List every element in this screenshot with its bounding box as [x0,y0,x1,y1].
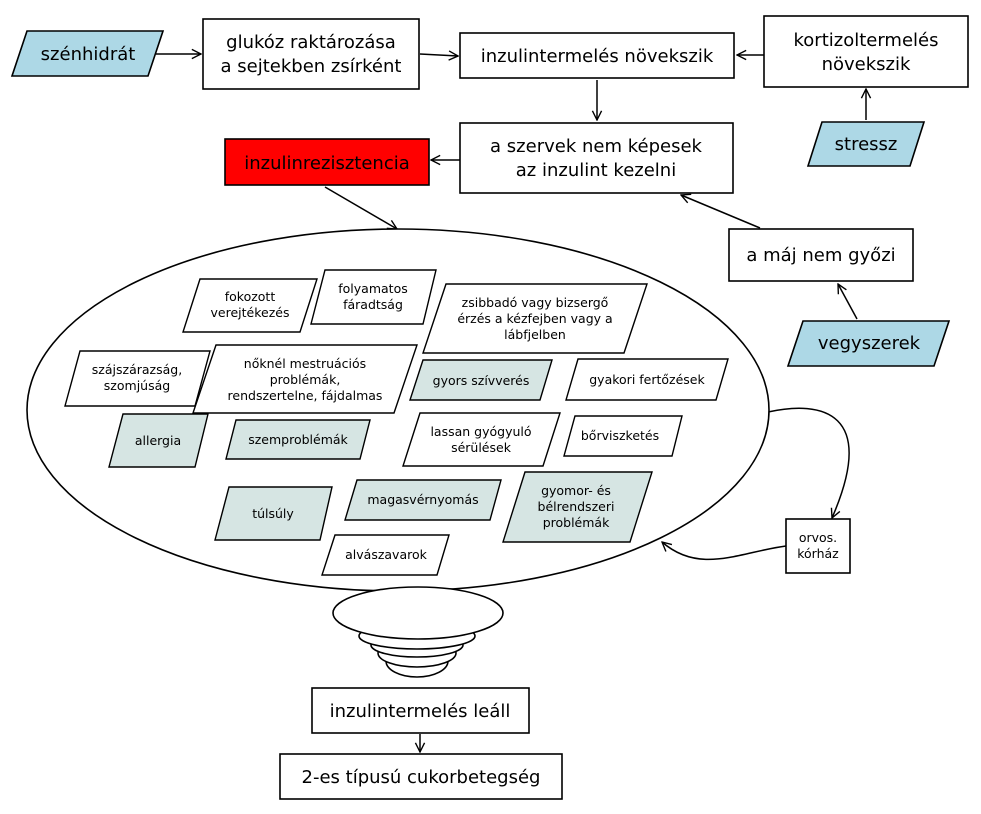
stressz-label: stressz [835,134,898,155]
node-orvos: orvos. kórház [785,518,851,574]
orvos-label-2: kórház [797,546,839,561]
mestruacio-label-3: rendszertelne, fájdalmas [228,388,383,403]
kortizol-label-2: növekszik [822,54,911,75]
tulsuly-label: túlsúly [252,506,294,521]
lightbulb-icon [332,586,504,678]
szajszarazsag-label-2: szomjúság [104,378,170,393]
szenhidrat-label: szénhidrát [41,44,136,65]
node-szenhidrat: szénhidrát [10,30,165,77]
symptom-szivveres: gyors szívverés [409,359,553,401]
mestruacio-label-2: problémák, [270,372,341,387]
arrow-rezisztencia-symptoms [324,186,397,229]
arrow-symptoms-orvos [767,407,850,518]
maj-label: a máj nem győzi [746,245,895,266]
leall-label: inzulintermelés leáll [330,701,511,722]
gyomor-label-1: gyomor- és [541,483,611,498]
kortizol-label-1: kortizoltermelés [794,30,939,51]
fertozesek-label: gyakori fertőzések [589,372,705,387]
szivveres-label: gyors szívverés [433,373,530,388]
symptom-tulsuly: túlsúly [214,486,333,541]
szervek-label-2: az inzulint kezelni [516,160,676,181]
inzulinrezisztencia-label: inzulinrezisztencia [244,153,410,174]
node-stressz: stressz [806,121,926,167]
arrow-glukoz-inzulin [419,54,458,56]
serulesek-label-1: lassan gyógyuló [430,424,531,439]
symptom-fokozott: fokozott verejtékezés [182,278,318,333]
node-inzulin-novekszik: inzulintermelés növekszik [459,32,735,79]
fokozott-label-2: verejtékezés [211,305,290,320]
vegyszerek-label: vegyszerek [818,333,921,354]
symptom-alvaszavarok: alvászavarok [321,534,450,576]
mestruacio-label-1: nőknél mestruációs [244,356,366,371]
symptom-allergia: allergia [108,413,209,468]
node-inzulinrezisztencia: inzulinrezisztencia [224,138,430,186]
node-kortizol: kortizoltermelés növekszik [763,15,969,88]
symptom-szajszarazsag: szájszárazság, szomjúság [64,350,211,407]
cukorbetegseg-label: 2-es típusú cukorbetegség [302,767,541,788]
alvaszavarok-label: alvászavarok [345,547,427,562]
symptom-borviszketes: bőrviszketés [563,415,683,457]
symptom-faradtsag: folyamatos fáradtság [310,269,437,325]
serulesek-label-2: sérülések [451,440,512,455]
faradtsag-label-1: folyamatos [338,281,407,296]
allergia-label: allergia [135,433,181,448]
arrow-maj-szervek [681,195,761,229]
node-maj: a máj nem győzi [728,228,914,282]
inzulin-novekszik-label: inzulintermelés növekszik [481,46,714,67]
node-szervek: a szervek nem képesek az inzulint kezeln… [459,122,734,194]
node-leall: inzulintermelés leáll [311,687,530,734]
symptom-gyomor: gyomor- és bélrendszeri problémák [502,471,653,543]
zsibbado-label-3: lábfjelben [504,327,566,342]
szervek-label-1: a szervek nem képesek [490,136,702,157]
symptom-mestruacio: nőknél mestruációs problémák, rendszerte… [192,344,418,414]
borviszketes-label: bőrviszketés [581,428,659,443]
symptom-zsibbado: zsibbadó vagy bizsergő érzés a kézfejben… [422,283,648,354]
symptom-serulesek: lassan gyógyuló sérülések [402,412,561,467]
szajszarazsag-label-1: szájszárazság, [92,362,182,377]
glukoz-label-2: a sejtekben zsírként [221,56,402,77]
gyomor-label-2: bélrendszeri [538,499,615,514]
symptom-szemproblemak: szemproblémák [225,419,371,460]
zsibbado-label-1: zsibbadó vagy bizsergő [462,295,609,310]
glukoz-label-1: glukóz raktározása [226,32,396,53]
node-cukorbetegseg: 2-es típusú cukorbetegség [279,753,563,800]
node-glukoz: glukóz raktározása a sejtekben zsírként [202,18,420,90]
faradtsag-label-2: fáradtság [343,297,403,312]
zsibbado-label-2: érzés a kézfejben vagy a [457,311,612,326]
orvos-label-1: orvos. [799,530,837,545]
arrow-orvos-symptoms [662,542,787,561]
magasvernyomas-label: magasvérnyomás [367,492,478,507]
fokozott-label-1: fokozott [225,289,276,304]
node-vegyszerek: vegyszerek [786,320,951,367]
arrow-vegyszerek-maj [838,284,858,320]
gyomor-label-3: problémák [543,515,610,530]
symptom-magasvernyomas: magasvérnyomás [344,479,502,521]
symptom-fertozesek: gyakori fertőzések [565,358,729,401]
szemproblemak-label: szemproblémák [248,432,348,447]
